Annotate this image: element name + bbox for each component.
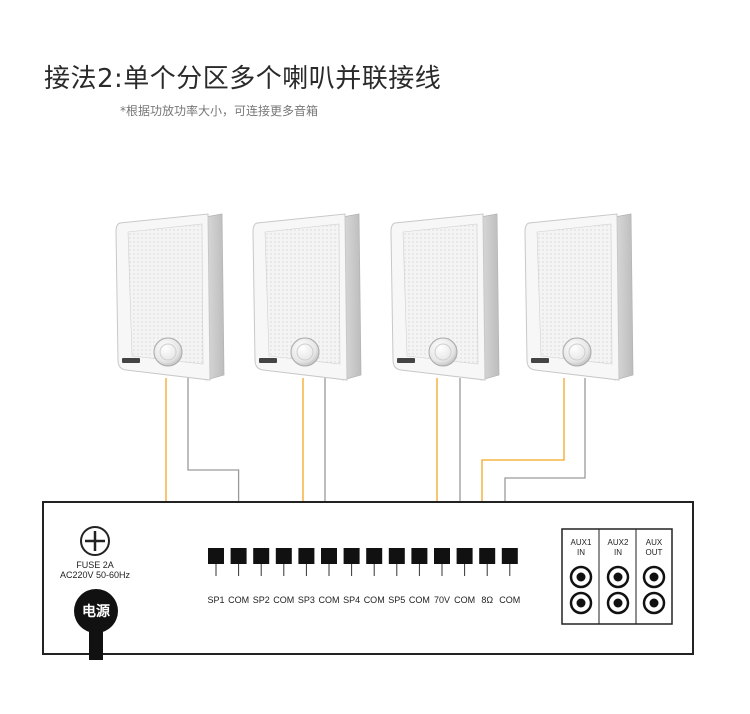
terminal-label: 70V <box>434 595 450 605</box>
speaker-3 <box>390 213 500 381</box>
fuse-icon <box>80 526 110 556</box>
terminal-label: COM <box>228 595 249 605</box>
terminal-1[interactable]: COM <box>228 548 249 605</box>
speaker-logo-icon <box>531 358 549 363</box>
terminal-7[interactable]: COM <box>364 548 385 605</box>
terminal-label: COM <box>499 595 520 605</box>
speaker-logo-icon <box>397 358 415 363</box>
terminal-label: SP4 <box>343 595 360 605</box>
voltage-label: AC220V 50-60Hz <box>60 570 131 580</box>
power-cord[interactable]: 电源 <box>74 589 118 660</box>
speaker-4 <box>524 213 634 381</box>
terminal-label: SP3 <box>298 595 315 605</box>
speaker-logo-icon <box>122 358 140 363</box>
terminal-4[interactable]: SP3 <box>298 548 315 605</box>
volume-knob-icon <box>428 337 458 367</box>
terminal-label: COM <box>273 595 294 605</box>
terminal-9[interactable]: COM <box>409 548 430 605</box>
aux-label: OUT <box>646 548 663 557</box>
aux-label: AUX <box>646 538 663 547</box>
terminal-0[interactable]: SP1 <box>207 548 225 605</box>
aux-label: IN <box>614 548 622 557</box>
terminal-3[interactable]: COM <box>273 548 294 605</box>
page-subtitle: *根据功放功率大小，可连接更多音箱 <box>120 104 319 118</box>
volume-knob-icon <box>290 337 320 367</box>
terminal-6[interactable]: SP4 <box>343 548 360 605</box>
speaker-logo-icon <box>259 358 277 363</box>
speaker-2 <box>252 213 362 381</box>
terminal-label: COM <box>319 595 340 605</box>
terminal-label: SP2 <box>253 595 270 605</box>
terminal-5[interactable]: COM <box>319 548 340 605</box>
fuse-label: FUSE 2A <box>76 560 114 570</box>
terminal-10[interactable]: 70V <box>434 548 450 605</box>
speaker-1 <box>115 213 225 381</box>
aux-label: AUX2 <box>608 538 629 547</box>
terminal-11[interactable]: COM <box>454 548 475 605</box>
terminal-label: 8Ω <box>481 595 493 605</box>
terminal-8[interactable]: SP5 <box>388 548 405 605</box>
terminal-label: COM <box>364 595 385 605</box>
volume-knob-icon <box>562 337 592 367</box>
terminal-12[interactable]: 8Ω <box>479 548 496 605</box>
terminal-13[interactable]: COM <box>499 548 520 605</box>
terminal-label: COM <box>454 595 475 605</box>
power-label: 电源 <box>82 603 110 620</box>
terminal-2[interactable]: SP2 <box>253 548 270 605</box>
terminal-label: SP1 <box>207 595 224 605</box>
aux-label: AUX1 <box>571 538 592 547</box>
aux-label: IN <box>577 548 585 557</box>
terminal-label: SP5 <box>388 595 405 605</box>
terminal-label: COM <box>409 595 430 605</box>
page-title: 接法2:单个分区多个喇叭并联接线 <box>44 64 442 94</box>
volume-knob-icon <box>153 337 183 367</box>
